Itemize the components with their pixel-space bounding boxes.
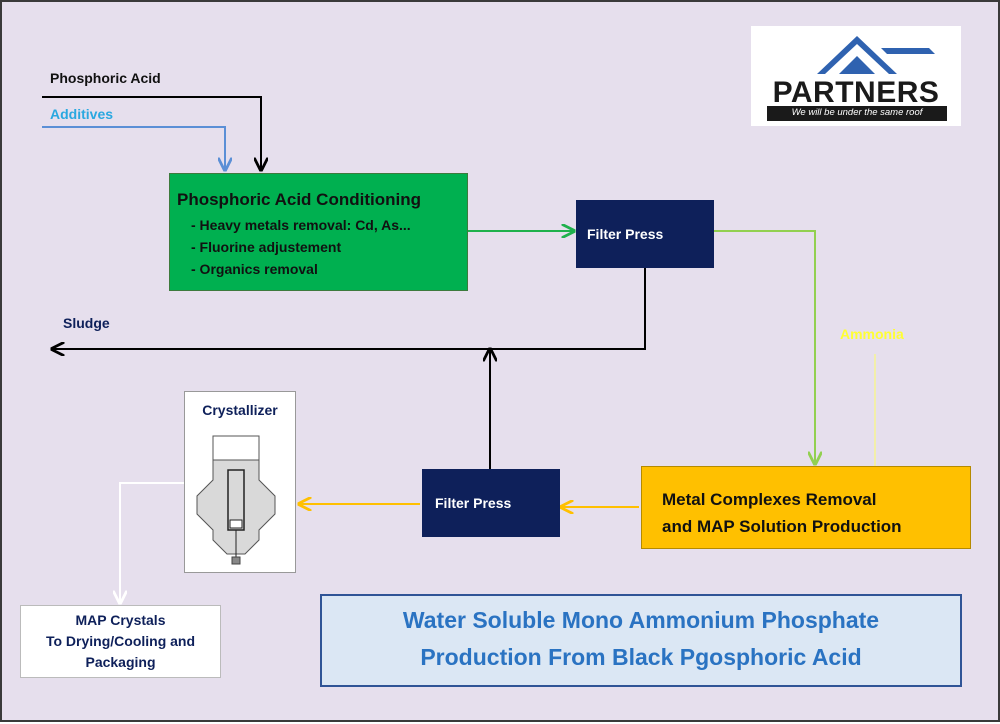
- conditioning-box: Phosphoric Acid Conditioning - Heavy met…: [169, 173, 468, 291]
- phosphoric-acid-line: [42, 96, 261, 170]
- metal-complexes-line1: Metal Complexes Removal: [662, 490, 877, 509]
- logo-wordmark: PARTNERS: [772, 76, 940, 109]
- roof-icon: [817, 36, 935, 74]
- logo-tagline: We will be under the same roof: [791, 107, 923, 118]
- additives-line: [42, 126, 225, 170]
- map-crystals-line2: To Drying/Cooling and: [45, 633, 196, 649]
- metal-complexes-box: Metal Complexes Removal and MAP Solution…: [641, 466, 971, 549]
- sludge-line: [52, 268, 646, 349]
- ammonia-label: Ammonia: [840, 326, 904, 342]
- conditioning-step: - Fluorine adjustement: [191, 239, 342, 255]
- diagram-title-line1: Water Soluble Mono Ammonium Phosphate: [402, 607, 880, 633]
- crystallizer-vessel-icon: [196, 435, 276, 565]
- conditioning-steps: - Heavy metals removal: Cd, As... - Fluo…: [177, 214, 467, 280]
- map-crystals-line1: MAP Crystals: [75, 612, 166, 628]
- map-crystals-line3: Packaging: [85, 654, 156, 670]
- crystallizer-box: Crystallizer: [184, 391, 296, 573]
- partners-logo: PARTNERS We will be under the same roof: [751, 26, 961, 126]
- conditioning-step: - Organics removal: [191, 261, 318, 277]
- filter-press-1: Filter Press: [576, 200, 714, 268]
- sludge-label: Sludge: [63, 315, 110, 331]
- filter-to-metal-complexes-arrow: [714, 230, 815, 464]
- filter-press-1-label: Filter Press: [587, 226, 664, 242]
- filter-press-2: Filter Press: [422, 469, 560, 537]
- map-crystals-box: MAP Crystals To Drying/Cooling and Packa…: [20, 605, 221, 678]
- diagram-title-box: Water Soluble Mono Ammonium Phosphate Pr…: [320, 594, 962, 687]
- conditioning-step: - Heavy metals removal: Cd, As...: [191, 217, 411, 233]
- conditioning-title: Phosphoric Acid Conditioning: [177, 190, 421, 209]
- crystallizer-label: Crystallizer: [202, 402, 278, 418]
- metal-complexes-line2: and MAP Solution Production: [662, 517, 902, 536]
- crystallizer-to-map-line: [120, 482, 184, 603]
- logo-tagline-bar: [767, 106, 947, 121]
- phosphoric-acid-label: Phosphoric Acid: [50, 70, 161, 86]
- diagram-title-line2: Production From Black Pgosphoric Acid: [420, 644, 862, 670]
- filter-press-2-label: Filter Press: [435, 495, 512, 511]
- additives-label: Additives: [50, 106, 114, 122]
